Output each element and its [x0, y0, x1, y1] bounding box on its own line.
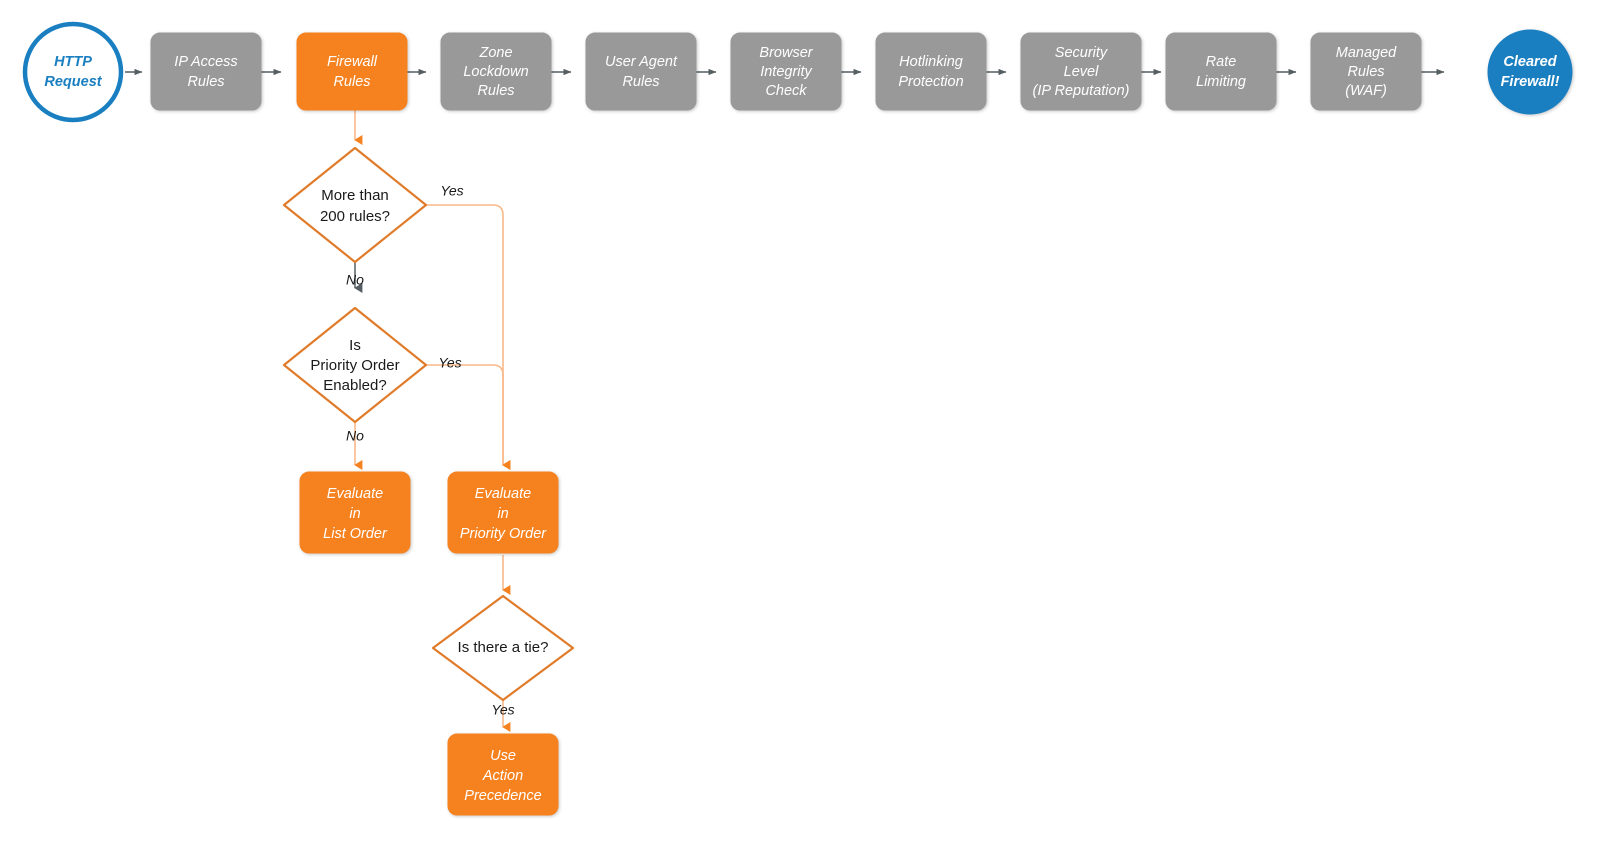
hotlinking-protection-label-line2: Protection — [898, 74, 963, 90]
security-level-label-line3: (IP Reputation) — [1033, 83, 1130, 99]
evaluate-in-priority-order-box — [447, 471, 559, 554]
user-agent-rules-label-line1: User Agent — [605, 54, 678, 70]
evaluate-in-list-order-box — [299, 471, 411, 554]
firewall-rules-label-line2: Rules — [333, 74, 370, 90]
use-action-precedence-box — [447, 733, 559, 816]
cleared-firewall-label-line1: Cleared — [1503, 54, 1557, 70]
browser-integrity-check-label-line3: Check — [765, 83, 807, 99]
firewall-rules-label-line1: Firewall — [327, 54, 378, 70]
node-firewall-rules[interactable]: Firewall Rules — [296, 32, 408, 111]
more-than-200-rules-label-line2: 200 rules? — [320, 208, 390, 225]
is-priority-order-enabled-label-line3: Enabled? — [323, 377, 386, 394]
zone-lockdown-rules-label-line2: Lockdown — [463, 64, 528, 80]
node-cleared-firewall[interactable]: Cleared Firewall! — [1487, 29, 1573, 115]
managed-rules-waf-label-line2: Rules — [1347, 64, 1384, 80]
evaluate-in-priority-order-label-line1: Evaluate — [475, 486, 531, 502]
node-http-request[interactable]: HTTP Request — [22, 21, 124, 123]
cleared-firewall-circle — [1487, 29, 1573, 115]
security-level-box — [1020, 32, 1142, 111]
edge-label-decision3-yes: Yes — [491, 702, 514, 718]
node-zone-lockdown-rules[interactable]: Zone Lockdown Rules — [440, 32, 552, 111]
node-browser-integrity-check[interactable]: Browser Integrity Check — [730, 32, 842, 111]
evaluate-in-list-order-label-line2: in — [349, 506, 360, 522]
evaluate-in-priority-order-label-line2: in — [497, 506, 508, 522]
browser-integrity-check-label-line1: Browser — [759, 45, 813, 61]
edge-label-decision2-yes: Yes — [438, 355, 461, 371]
connector-decision1-yes-to-priority-order — [426, 204, 511, 470]
rate-limiting-label-line2: Limiting — [1196, 74, 1246, 90]
more-than-200-rules-diamond — [282, 146, 428, 264]
use-action-precedence-label-line1: Use — [490, 748, 516, 764]
security-level-label-line2: Level — [1064, 64, 1099, 80]
node-use-action-precedence[interactable]: Use Action Precedence — [447, 733, 559, 816]
http-request-label-line2: Request — [44, 74, 102, 90]
node-user-agent-rules[interactable]: User Agent Rules — [585, 32, 697, 111]
edge-label-decision1-yes: Yes — [440, 183, 463, 199]
evaluate-in-list-order-label-line3: List Order — [323, 526, 388, 542]
decision-is-there-a-tie[interactable]: Is there a tie? — [431, 594, 575, 702]
security-level-label-line1: Security — [1055, 45, 1108, 61]
node-hotlinking-protection[interactable]: Hotlinking Protection — [875, 32, 987, 111]
managed-rules-waf-label-line3: (WAF) — [1345, 83, 1387, 99]
user-agent-rules-box — [585, 32, 697, 111]
edge-label-decision2-no: No — [346, 428, 364, 444]
ip-access-rules-box — [150, 32, 262, 111]
managed-rules-waf-box — [1310, 32, 1422, 111]
browser-integrity-check-box — [730, 32, 842, 111]
is-there-a-tie-label: Is there a tie? — [458, 639, 549, 656]
node-evaluate-in-list-order[interactable]: Evaluate in List Order — [299, 471, 411, 554]
hotlinking-protection-label-line1: Hotlinking — [899, 54, 963, 70]
node-managed-rules-waf[interactable]: Managed Rules (WAF) — [1310, 32, 1422, 111]
edge-label-decision1-no: No — [346, 272, 364, 288]
more-than-200-rules-label-line1: More than — [321, 187, 389, 204]
use-action-precedence-label-line3: Precedence — [464, 788, 541, 804]
is-there-a-tie-diamond — [431, 594, 575, 702]
zone-lockdown-rules-label-line1: Zone — [478, 45, 512, 61]
http-request-label-line1: HTTP — [54, 54, 92, 70]
ip-access-rules-label-line1: IP Access — [174, 54, 237, 70]
use-action-precedence-label-line2: Action — [482, 768, 523, 784]
evaluate-in-list-order-label-line1: Evaluate — [327, 486, 383, 502]
ip-access-rules-label-line2: Rules — [187, 74, 224, 90]
rate-limiting-box — [1165, 32, 1277, 111]
zone-lockdown-rules-label-line3: Rules — [477, 83, 514, 99]
is-priority-order-enabled-label-line1: Is — [349, 337, 361, 354]
is-priority-order-enabled-label-line2: Priority Order — [310, 357, 399, 374]
decision-is-priority-order-enabled[interactable]: Is Priority Order Enabled? — [282, 306, 428, 424]
managed-rules-waf-label-line1: Managed — [1336, 45, 1397, 61]
is-priority-order-enabled-diamond — [282, 306, 428, 424]
evaluate-in-priority-order-label-line3: Priority Order — [460, 526, 547, 542]
zone-lockdown-rules-box — [440, 32, 552, 111]
hotlinking-protection-box — [875, 32, 987, 111]
node-security-level[interactable]: Security Level (IP Reputation) — [1020, 32, 1142, 111]
cleared-firewall-label-line2: Firewall! — [1501, 74, 1560, 90]
firewall-rules-box — [296, 32, 408, 111]
user-agent-rules-label-line2: Rules — [622, 74, 659, 90]
connector-decision2-yes-to-priority-order — [426, 364, 511, 470]
http-request-circle — [22, 21, 124, 123]
rate-limiting-label-line1: Rate — [1206, 54, 1237, 70]
node-ip-access-rules[interactable]: IP Access Rules — [150, 32, 262, 111]
browser-integrity-check-label-line2: Integrity — [760, 64, 812, 80]
node-evaluate-in-priority-order[interactable]: Evaluate in Priority Order — [447, 471, 559, 554]
decision-more-than-200-rules[interactable]: More than 200 rules? — [282, 146, 428, 264]
node-rate-limiting[interactable]: Rate Limiting — [1165, 32, 1277, 111]
